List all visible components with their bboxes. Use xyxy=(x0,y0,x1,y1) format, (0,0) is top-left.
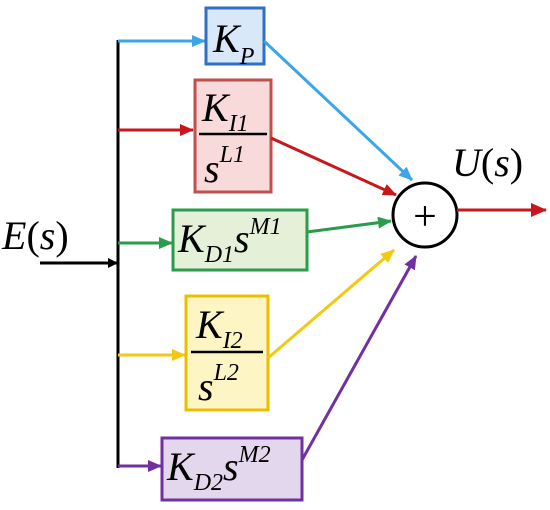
kd1-to-sum-arrow xyxy=(306,216,392,234)
kp-to-sum-arrow xyxy=(262,39,414,182)
block-kp-label: KP xyxy=(212,16,255,70)
block-kd2-label: KD2sM2 xyxy=(166,442,271,496)
block-ki1-den: sL1 xyxy=(204,142,245,191)
block-kd2 xyxy=(160,436,304,502)
summing-junction-plus: + xyxy=(413,194,437,240)
block-kd1-label: KD1sM1 xyxy=(177,214,282,268)
block-kp xyxy=(204,6,266,66)
input-label: E(s) xyxy=(1,213,69,258)
block-ki1-num: KI1 xyxy=(201,85,249,137)
summing-junction xyxy=(391,181,459,249)
block-ki2-den: sL2 xyxy=(198,360,239,409)
output-label: U(s) xyxy=(452,140,523,185)
block-kd1 xyxy=(171,208,309,272)
block-ki1 xyxy=(193,78,273,194)
ki1-to-sum-arrow xyxy=(270,136,397,197)
ki2-to-sum-arrow xyxy=(267,248,395,360)
block-ki2-num: KI2 xyxy=(195,302,243,354)
kd2-to-sum-arrow xyxy=(300,255,418,461)
